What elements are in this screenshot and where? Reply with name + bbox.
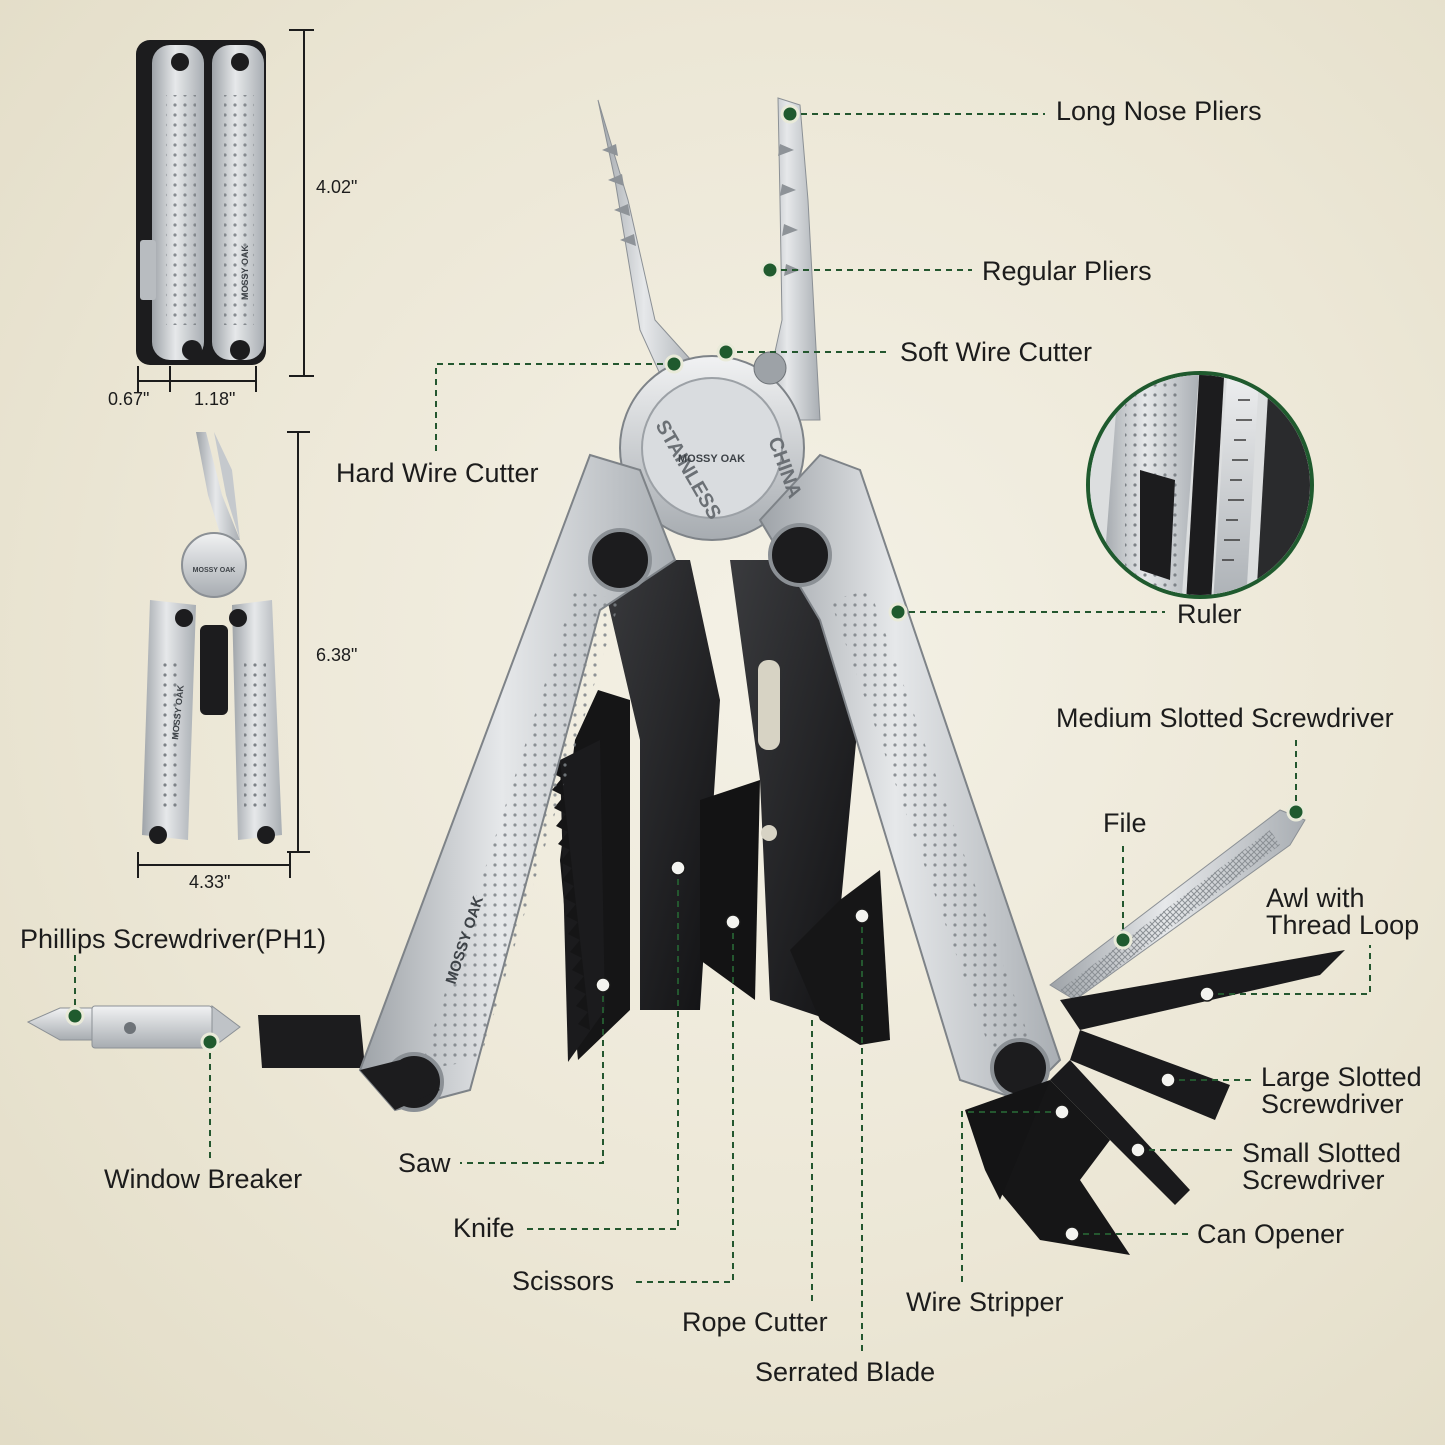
label-regular-pliers: Regular Pliers — [982, 256, 1152, 286]
closed-dimension-lines — [137, 29, 314, 392]
label-knife: Knife — [453, 1213, 515, 1243]
label-saw: Saw — [398, 1148, 451, 1178]
leader-lines — [74, 113, 1371, 1355]
label-hard-wire-cutter: Hard Wire Cutter — [336, 458, 539, 488]
label-small-slotted-line2: Screwdriver — [1242, 1165, 1385, 1195]
phillips-bit-illustration — [26, 1005, 365, 1068]
label-soft-wire-cutter: Soft Wire Cutter — [900, 337, 1093, 367]
ruler-inset — [1086, 371, 1314, 599]
closed-height-label: 4.02" — [316, 177, 358, 197]
open-dimension-lines — [137, 431, 310, 878]
closed-tool-brand: MOSSY OAK — [240, 245, 250, 300]
open-tool-illustration — [142, 432, 282, 844]
open-width-label: 4.33" — [189, 872, 231, 892]
label-awl-line2: Thread Loop — [1266, 910, 1420, 940]
label-file: File — [1103, 808, 1147, 838]
label-long-nose-pliers: Long Nose Pliers — [1056, 96, 1262, 126]
open-tool-brand: MOSSY OAK — [193, 567, 236, 574]
label-small-slotted-line1: Small Slotted — [1242, 1138, 1402, 1168]
label-scissors: Scissors — [512, 1266, 615, 1296]
label-wire-stripper: Wire Stripper — [906, 1287, 1064, 1317]
closed-width-label: 1.18" — [194, 389, 236, 409]
open-height-label: 6.38" — [316, 645, 358, 665]
pivot-brand: MOSSY OAK — [678, 453, 745, 465]
closed-tool-illustration — [136, 40, 266, 365]
label-medium-slotted-screwdriver: Medium Slotted Screwdriver — [1056, 703, 1394, 733]
label-serrated-blade: Serrated Blade — [755, 1357, 936, 1387]
label-large-slotted-line1: Large Slotted — [1261, 1062, 1422, 1092]
callout-dots — [65, 104, 1306, 1242]
closed-depth-label: 0.67" — [108, 389, 150, 409]
label-awl-line1: Awl with — [1266, 883, 1365, 913]
main-multitool-illustration — [358, 97, 1345, 1255]
label-large-slotted-line2: Screwdriver — [1261, 1089, 1404, 1119]
label-rope-cutter: Rope Cutter — [682, 1307, 828, 1337]
label-can-opener: Can Opener — [1197, 1219, 1345, 1249]
label-window-breaker: Window Breaker — [104, 1164, 303, 1194]
label-ruler: Ruler — [1177, 599, 1242, 629]
label-phillips-screwdriver: Phillips Screwdriver(PH1) — [20, 924, 327, 954]
